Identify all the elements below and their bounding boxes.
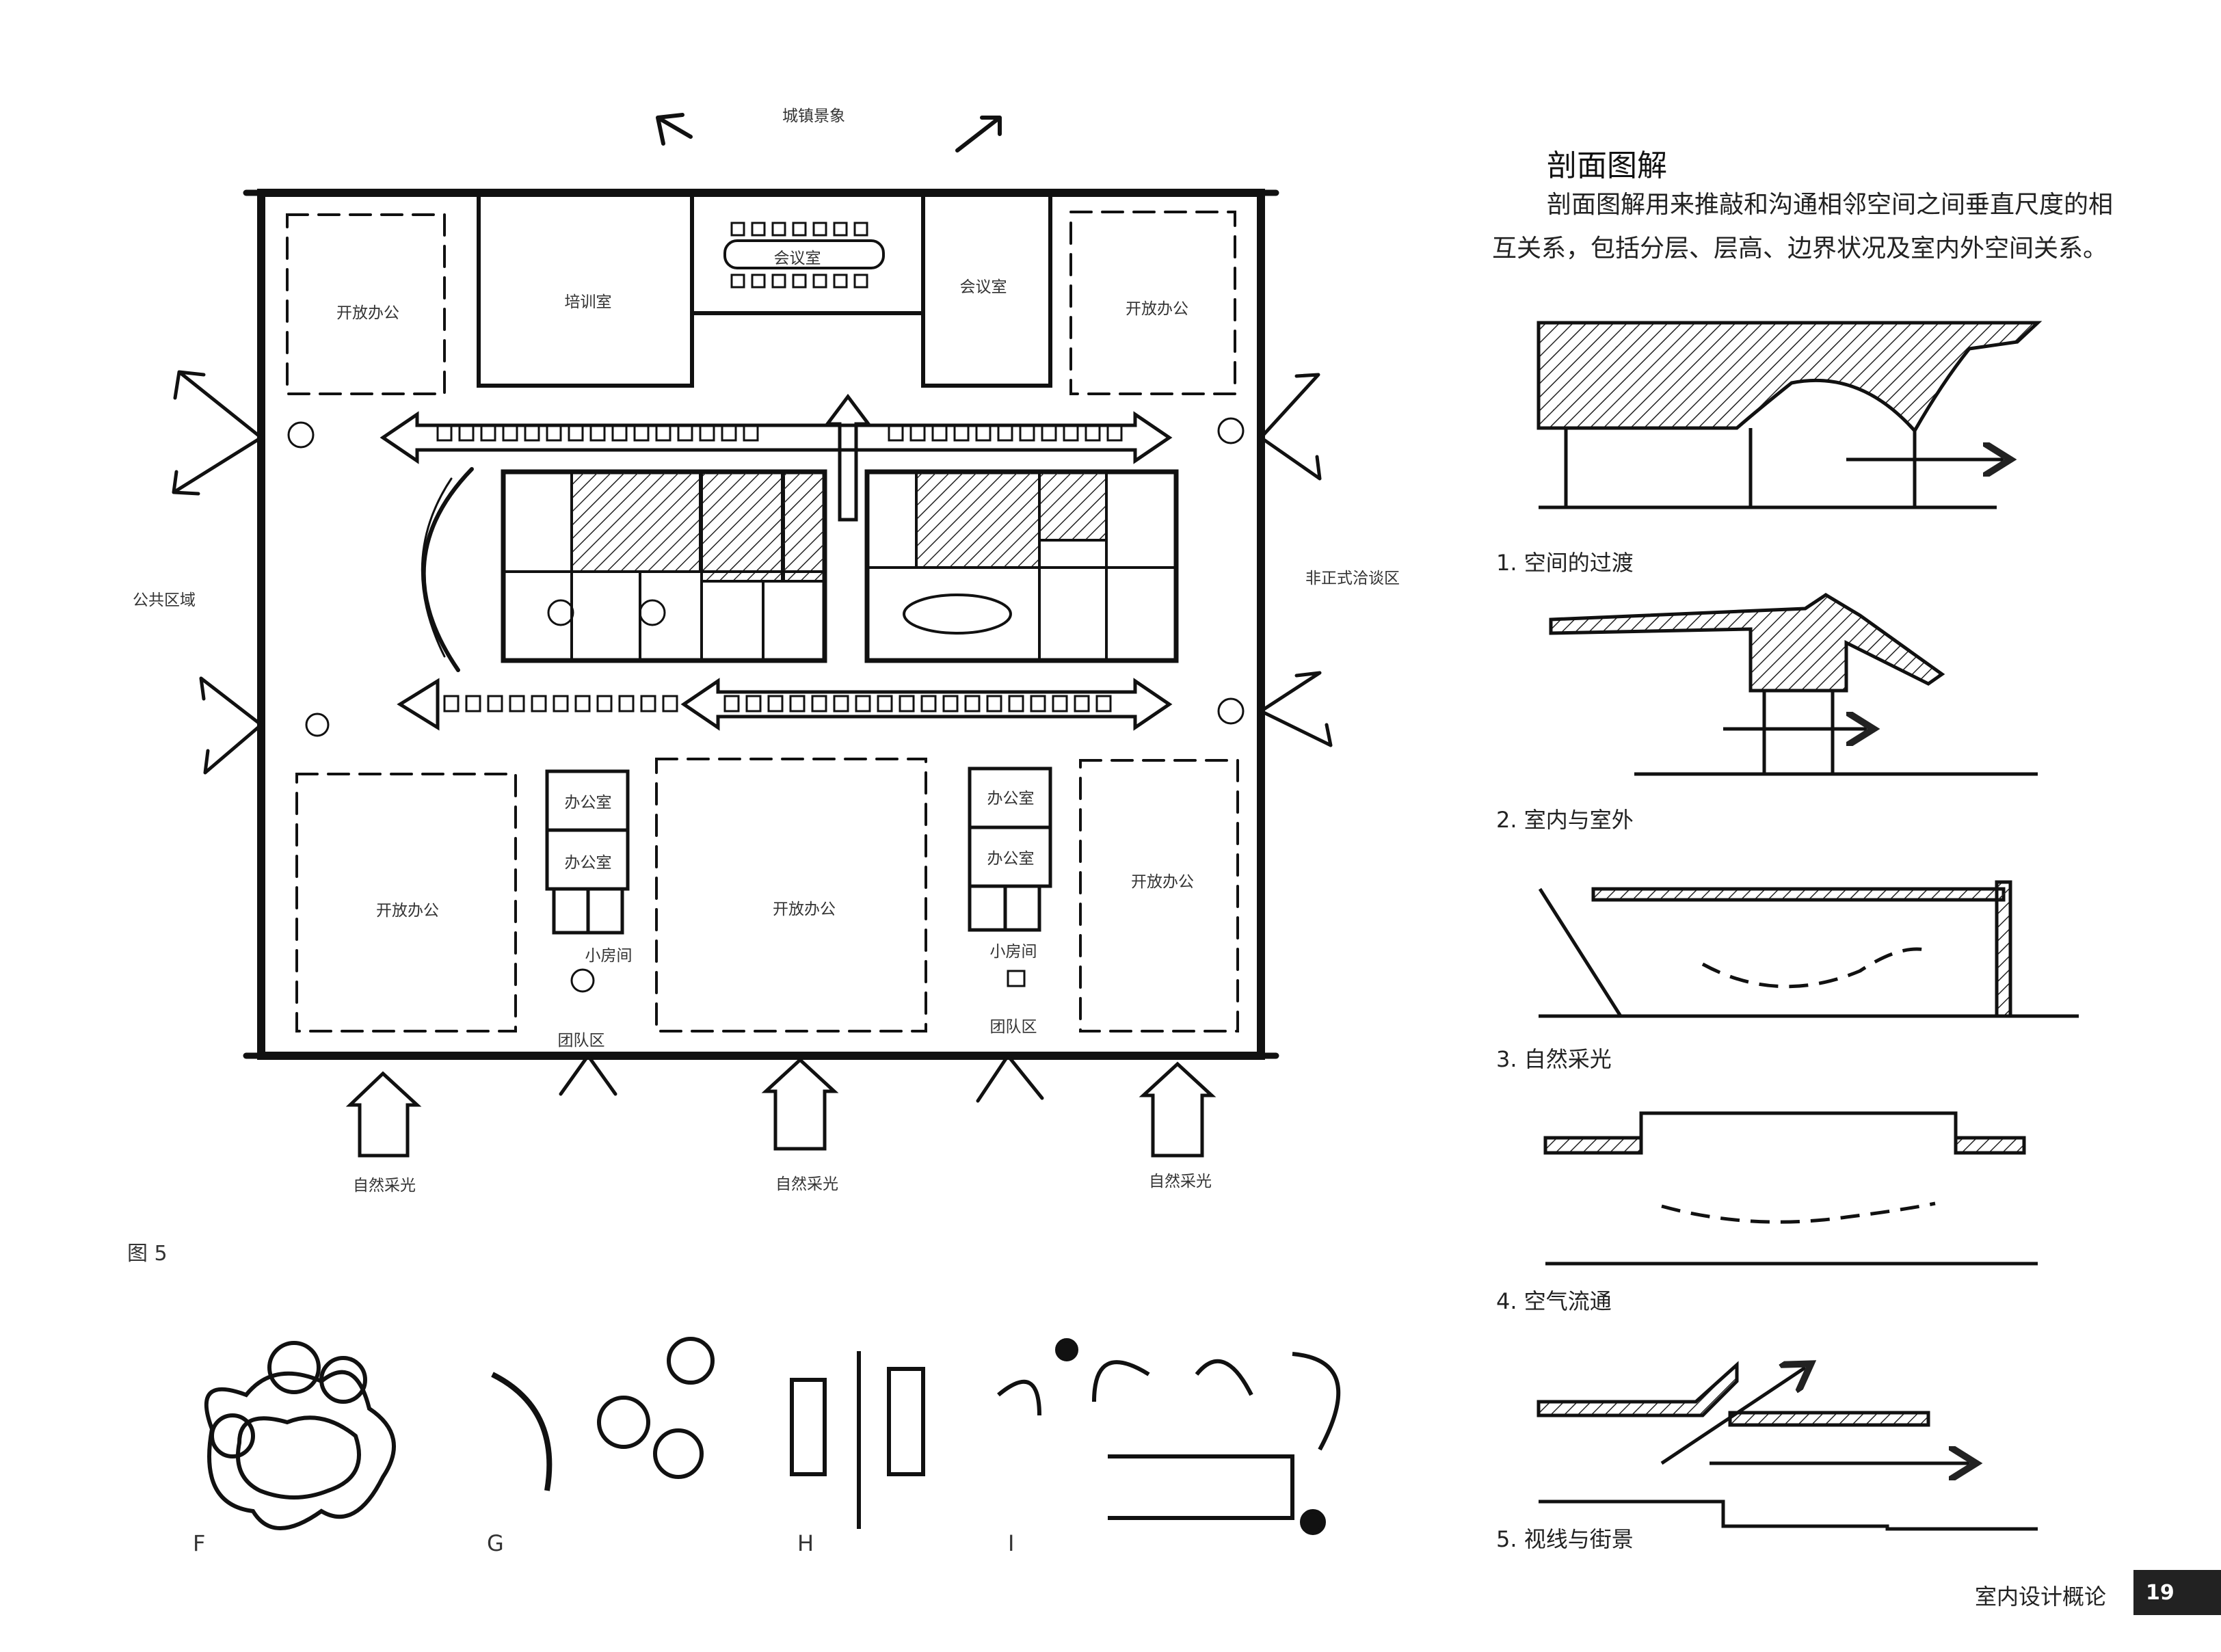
meeting-room-b-label: 会议室 [959, 278, 1007, 296]
open-office-bl-zone [295, 773, 517, 1032]
public-area-label: 公共区域 [133, 591, 196, 609]
diagram-letter-i: I [1008, 1530, 1015, 1556]
daylight-label-2: 自然采光 [775, 1175, 838, 1193]
daylight-label-3: 自然采光 [1149, 1173, 1212, 1190]
daylight-label-1: 自然采光 [353, 1177, 416, 1195]
open-office-bl-label: 开放办公 [376, 902, 439, 920]
open-office-tr-label: 开放办公 [1126, 300, 1188, 318]
section-diagram-2 [1549, 593, 2038, 776]
section-diagram-3 [1538, 880, 2079, 1018]
team-area-left-label: 团队区 [557, 1032, 605, 1050]
section-title: 剖面图解 [1547, 148, 1667, 183]
caption-2: 2. 室内与室外 [1496, 807, 1634, 833]
town-view-label: 城镇景象 [782, 107, 845, 125]
diagram-letter-f: F [193, 1530, 206, 1556]
diagram-letter-g: G [487, 1530, 504, 1556]
caption-3: 3. 自然采光 [1496, 1046, 1612, 1072]
open-office-br-label: 开放办公 [1131, 873, 1194, 891]
open-office-bc-zone [655, 758, 927, 1032]
open-office-tr-zone [1069, 211, 1236, 395]
building-outline [257, 189, 1265, 1060]
floor-plan [172, 113, 1333, 1158]
page-number: 19 [2133, 1570, 2221, 1615]
caption-5: 5. 视线与街景 [1496, 1526, 1634, 1552]
office-label-3: 办公室 [987, 790, 1035, 808]
office-label-1: 办公室 [564, 794, 612, 812]
training-room-label: 培训室 [564, 293, 612, 311]
meeting-room-b-wall [921, 191, 1052, 388]
section-diagram-1 [1537, 321, 2043, 509]
meeting-room-a-label: 会议室 [773, 250, 821, 267]
section-body: 剖面图解用来推敲和沟通相邻空间之间垂直尺度的相互关系，包括分层、层高、边界状况及… [1492, 191, 2114, 263]
open-office-tl-label: 开放办公 [336, 304, 399, 322]
office-label-4: 办公室 [987, 850, 1035, 868]
caption-4: 4. 空气流通 [1496, 1288, 1612, 1314]
team-area-right-label: 团队区 [989, 1018, 1037, 1036]
section-diagram-4 [1543, 1111, 2038, 1266]
section-diagram-5 [1537, 1365, 2038, 1531]
book-title: 室内设计概论 [1975, 1584, 2107, 1610]
section-diagrams [1537, 321, 2079, 1531]
open-office-bc-label: 开放办公 [773, 901, 836, 918]
informal-area-label: 非正式洽谈区 [1305, 570, 1400, 587]
diagram-letter-h: H [797, 1530, 814, 1556]
open-office-br-zone [1079, 759, 1239, 1032]
open-office-tl-zone [286, 213, 446, 395]
concept-diagrams [204, 1337, 1341, 1535]
small-room-left-label: 小房间 [585, 947, 633, 965]
caption-1: 1. 空间的过渡 [1496, 550, 1634, 576]
small-room-right-label: 小房间 [989, 943, 1037, 961]
office-label-2: 办公室 [564, 854, 612, 872]
figure-number: 图 5 [127, 1242, 168, 1266]
